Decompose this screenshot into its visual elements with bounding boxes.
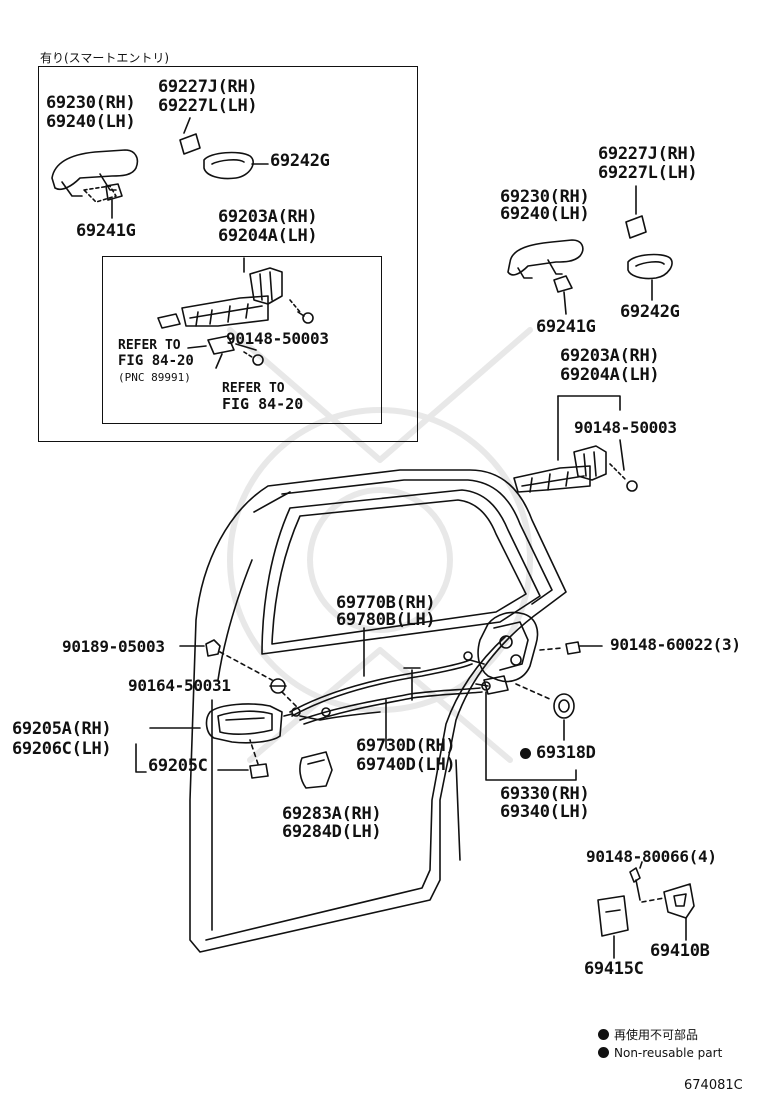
inset-ref2-line1: REFER TO [222,381,285,396]
lock-seal [515,683,575,741]
inset-cap [179,133,201,155]
right-gasket-leader [563,291,567,315]
door-screw [269,678,299,709]
striker-bolt-label: 90148-80066(4) [586,847,717,866]
inset-handle-lh-label: 69240(LH) [46,112,136,132]
inset-inner-box [102,256,382,424]
legend-jp-text: 再使用不可部品 [614,1028,699,1042]
seal-part-number: 69318D [536,743,596,763]
right-frame-bolt [609,463,638,492]
right-pad [627,253,673,280]
inset-ref-leader [187,345,207,349]
figure-code: 674081C [684,1078,743,1093]
door-screw-label: 90164-50031 [128,676,231,695]
inset-outer-box [38,66,418,442]
inset-bolt [289,299,314,324]
inner-handle-rh-label: 69205A(RH) [12,719,112,739]
right-frame-rh-label: 69203A(RH) [560,346,660,366]
striker-assembly [641,883,695,941]
inset-ref1-line2: FIG 84-20 [118,353,194,369]
inner-handle-lh-label: 69206C(LH) [12,739,112,759]
inset-ref2-line2: FIG 84-20 [222,395,304,413]
right-gasket [553,275,573,293]
inset-title: 有り(スマートエントリ) [40,51,170,65]
right-handle-rh-label: 69230(RH) [500,187,590,207]
bezel-clip-label: 69205C [148,756,208,776]
door-clip-label: 90189-05003 [62,637,165,656]
legend-en: Non-reusable part [598,1046,722,1060]
legend-en-text: Non-reusable part [614,1046,723,1060]
right-cap-rh-label: 69227J(RH) [598,144,698,164]
inset-frame-assembly [157,267,283,369]
inset-gasket-label: 69241G [76,221,136,241]
cable-upper-lh-label: 69780B(LH) [336,610,436,630]
striker-plate-label: 69415C [584,959,644,979]
right-pad-label: 69242G [620,302,680,322]
right-bolt-label: 90148-50003 [574,418,677,437]
legend-dot-icon [598,1047,609,1058]
right-bolt-leader [619,439,625,471]
inset-cap-leader [183,117,191,134]
cover-rh-label: 69283A(RH) [282,804,382,824]
inner-handle-assembly [205,703,301,744]
right-cap-lh-label: 69227L(LH) [598,163,698,183]
cable-upper-rh-label: 69770B(RH) [336,593,436,613]
lock-bracket [485,691,577,781]
inset-ref1-line3: (PNC 89991) [118,371,191,384]
lock-lh-label: 69340(LH) [500,802,590,822]
inner-handle-bracket [135,743,147,773]
inset-frame-lh-label: 69204A(LH) [218,226,318,246]
striker-plate [597,895,629,959]
bezel-clip [217,739,269,779]
right-cap [625,215,647,239]
striker-bolt [629,861,643,901]
door-lock-assembly [469,611,539,695]
cable-assembly [289,651,491,725]
cable-lower-lh-label: 69740D(LH) [356,755,456,775]
inset-frame-rh-label: 69203A(RH) [218,207,318,227]
inset-gasket-guide [83,185,117,203]
inset-cap-lh-label: 69227L(LH) [158,96,258,116]
inset-bolt-label: 90148-50003 [226,329,329,348]
inset-pad-label: 69242G [270,151,330,171]
inset-pad-inner [211,159,245,165]
right-frame-lh-label: 69204A(LH) [560,365,660,385]
door-cover [299,751,333,789]
right-outer-handle [507,239,584,279]
lock-rh-label: 69330(RH) [500,784,590,804]
cover-lh-label: 69284D(LH) [282,822,382,842]
legend-dot-icon [598,1029,609,1040]
inset-bolt-2 [243,351,264,366]
lock-bolt-label: 90148-60022(3) [610,635,741,654]
right-handle-lh-label: 69240(LH) [500,204,590,224]
right-gasket-label: 69241G [536,317,596,337]
right-frame-bracket-top [557,395,621,411]
inset-cap-rh-label: 69227J(RH) [158,77,258,97]
inset-ref1-line1: REFER TO [118,338,181,353]
cable-lower-rh-label: 69730D(RH) [356,736,456,756]
inset-outer-handle [51,149,139,197]
watermark-emblem [227,327,533,763]
seal-label: 69318D [520,745,596,762]
right-frame-assembly [513,445,607,493]
lock-bolt [539,641,603,655]
striker-label: 69410B [650,941,710,961]
inset-pad [203,151,254,180]
inset-handle-rh-label: 69230(RH) [46,93,136,113]
non-reusable-marker-icon [520,748,531,759]
inset-gasket [105,183,123,201]
door-clip [179,639,273,681]
legend-jp: 再使用不可部品 [598,1026,698,1043]
